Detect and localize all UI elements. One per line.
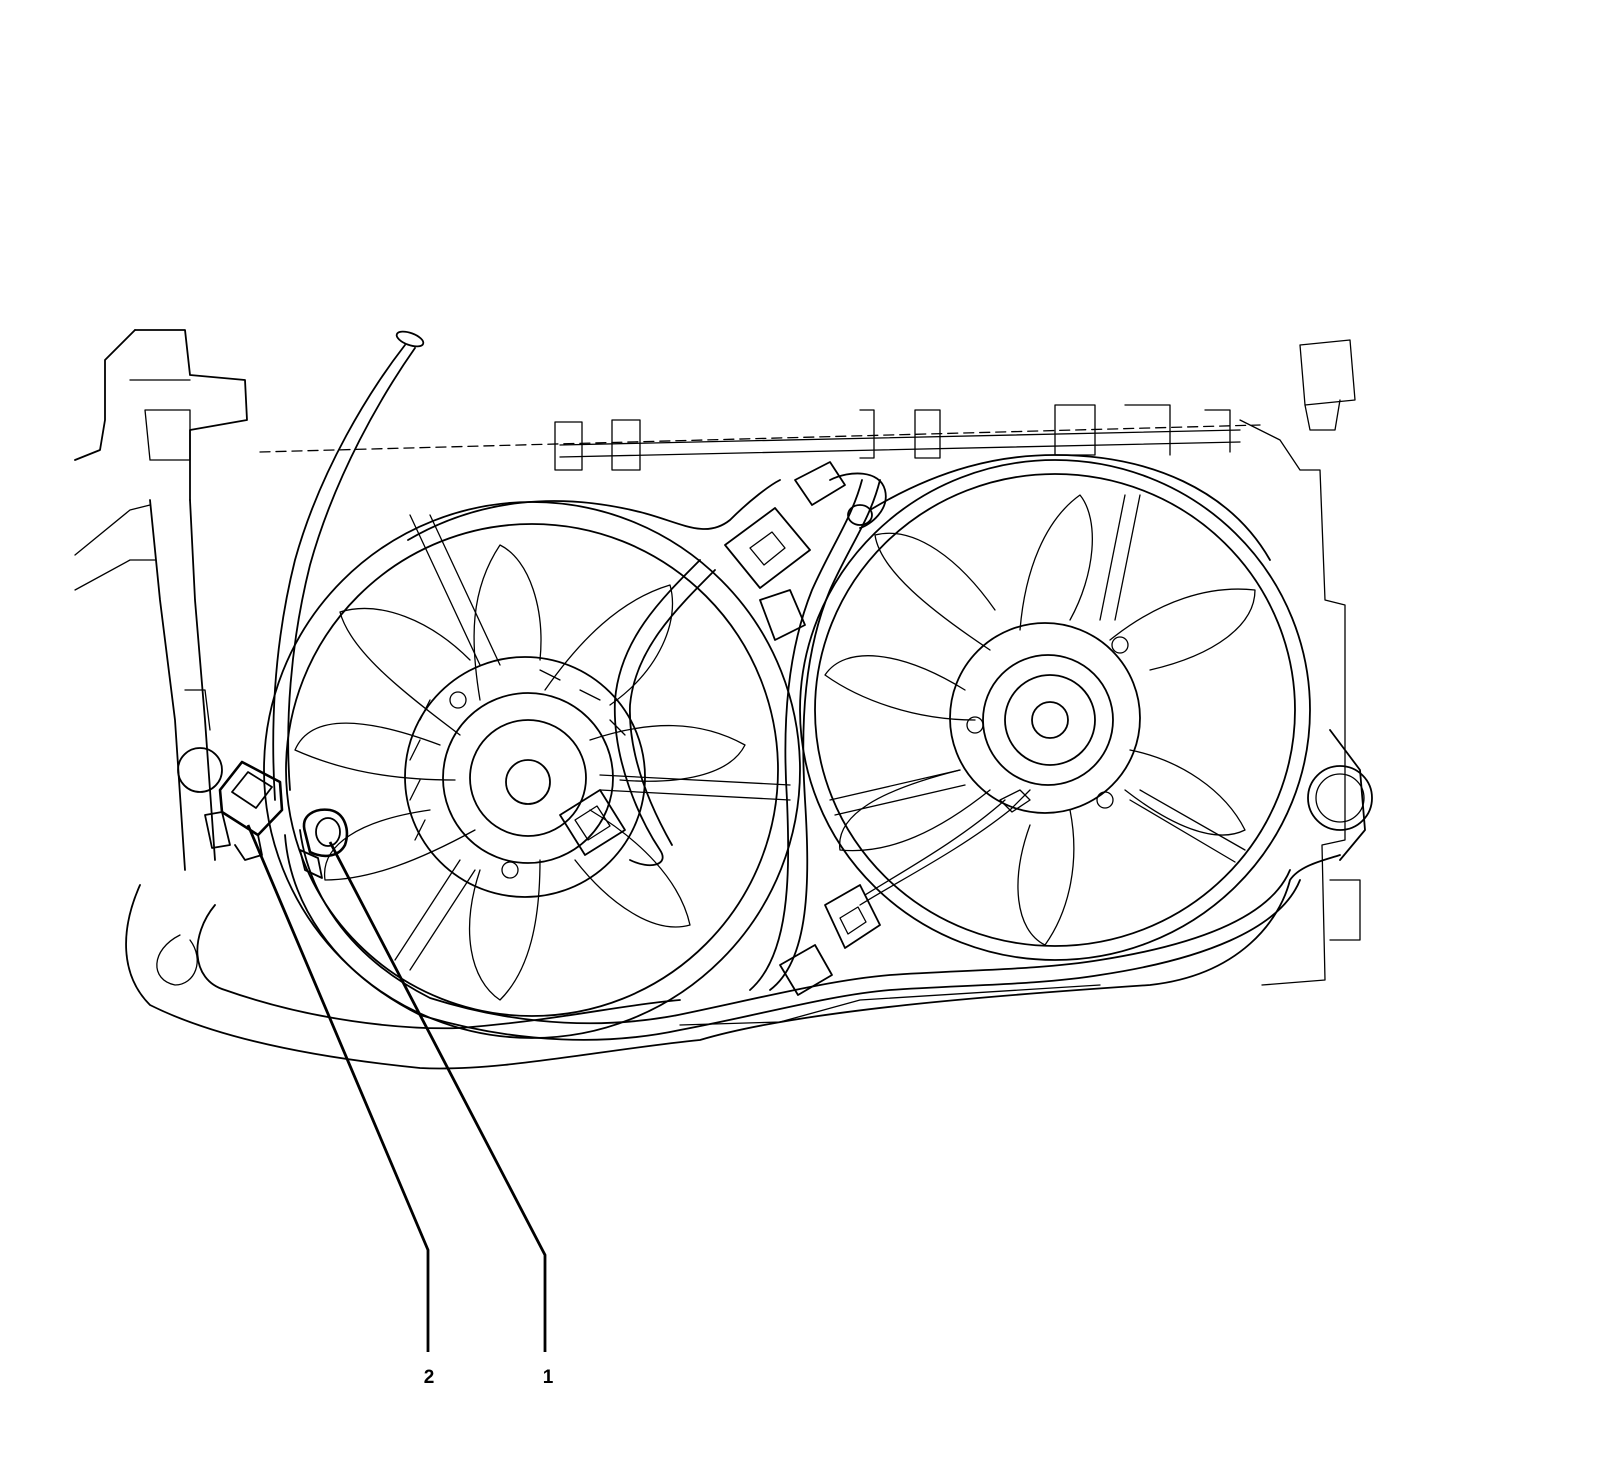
radiator-outlet-pipe bbox=[1307, 729, 1373, 861]
right-fan-shroud-ring bbox=[799, 454, 1311, 961]
component-1-clip bbox=[299, 808, 349, 879]
harness-connectors bbox=[559, 461, 881, 996]
left-fan-shroud-ring bbox=[263, 479, 801, 1039]
right-fan-motor-hub bbox=[949, 622, 1141, 814]
left-bracket-and-hose bbox=[74, 329, 248, 871]
radiator-right-side-tank bbox=[1239, 339, 1361, 986]
wiring-harness bbox=[272, 330, 1301, 1041]
left-fan-spokes bbox=[394, 514, 791, 971]
leader-line-1 bbox=[328, 841, 547, 1352]
leader-line-2 bbox=[246, 824, 430, 1352]
left-fan-motor-hub bbox=[404, 656, 646, 898]
right-fan-blades bbox=[824, 494, 1256, 946]
callout-label-1: 1 bbox=[543, 1367, 554, 1388]
left-fan-blades bbox=[294, 544, 746, 1001]
radiator-top-rail bbox=[259, 404, 1261, 471]
component-2-connector bbox=[204, 760, 284, 861]
shroud-lower-outline bbox=[125, 854, 1341, 1070]
right-fan-spokes bbox=[829, 494, 1246, 863]
callout-label-2: 2 bbox=[424, 1367, 435, 1388]
